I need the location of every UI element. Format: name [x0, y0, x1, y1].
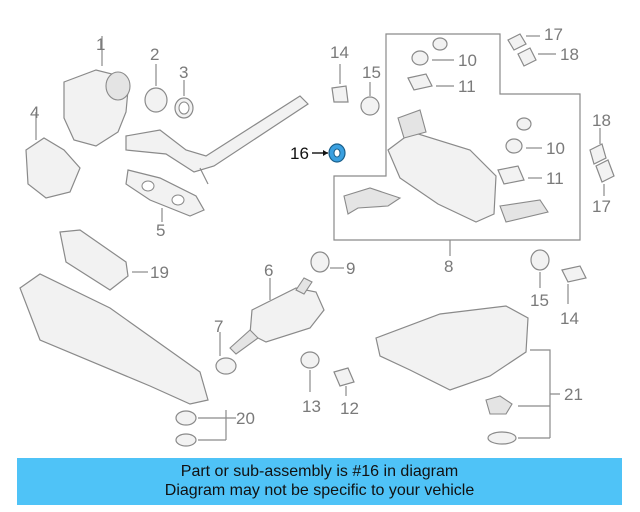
part-4-bracket[interactable]: 4 [25, 103, 81, 199]
part-15-hanger-right[interactable]: 15 [530, 249, 550, 310]
label-11-lower: 11 [546, 169, 564, 188]
underbody-heat-shield[interactable] [19, 273, 209, 405]
part-14-bracket-right[interactable]: 14 [560, 265, 587, 328]
caption-line-2: Diagram may not be specific to your vehi… [164, 482, 475, 499]
label-2: 2 [150, 45, 159, 64]
label-5: 5 [156, 221, 165, 240]
part-7-clamp[interactable]: 7 [214, 317, 237, 375]
label-21: 21 [564, 385, 583, 404]
exhaust-parts-diagram: 1 2 3 4 5 19 [19, 25, 615, 447]
label-20: 20 [236, 409, 255, 428]
part-15-hanger-top[interactable]: 15 [360, 63, 381, 116]
label-19: 19 [150, 263, 169, 282]
part-17-sleeve-right[interactable]: 17 [592, 159, 615, 216]
part-16-highlighted[interactable]: 16 [290, 143, 346, 163]
label-8: 8 [444, 257, 453, 276]
part-13-rubber-hanger[interactable]: 13 [300, 351, 321, 416]
part-3-gasket[interactable]: 3 [174, 63, 194, 119]
part-10-clamp-upper[interactable]: 10 [411, 37, 477, 70]
label-12: 12 [340, 399, 359, 418]
label-18-right: 18 [592, 111, 611, 130]
part-1-catalytic-converter[interactable]: 1 [63, 35, 131, 147]
label-4: 4 [30, 103, 39, 122]
part-14-bracket-top[interactable]: 14 [330, 43, 349, 103]
part-19-heat-shield[interactable]: 19 [59, 229, 169, 291]
part-6-center-muffler[interactable]: 6 [229, 261, 325, 355]
label-13: 13 [302, 397, 321, 416]
label-17-right: 17 [592, 197, 611, 216]
part-18-sleeve-right[interactable]: 18 [589, 111, 611, 165]
part-17-sleeve-top[interactable]: 17 [507, 25, 563, 51]
part-2-clamp[interactable]: 2 [144, 45, 168, 113]
label-3: 3 [179, 63, 188, 82]
front-pipe[interactable] [125, 95, 309, 185]
part-12-bracket[interactable]: 12 [333, 367, 359, 418]
label-15-top: 15 [362, 63, 381, 82]
part-10-clamp-lower[interactable]: 10 [505, 117, 565, 158]
part-8-rear-muffler-assembly[interactable]: 8 [333, 33, 581, 276]
label-10-upper: 10 [458, 51, 477, 70]
label-17-top: 17 [544, 25, 563, 44]
label-1: 1 [96, 35, 105, 54]
label-15-right: 15 [530, 291, 549, 310]
label-16: 16 [290, 144, 309, 163]
diagram-caption: Part or sub-assembly is #16 in diagram D… [17, 458, 622, 505]
part-5-gasket-plate[interactable]: 5 [125, 169, 205, 240]
part-21-rear-heat-shield[interactable]: 21 [375, 305, 583, 445]
label-7: 7 [214, 317, 223, 336]
label-10-lower: 10 [546, 139, 565, 158]
label-14-right: 14 [560, 309, 579, 328]
part-18-sleeve-top[interactable]: 18 [517, 45, 579, 67]
label-18-top: 18 [560, 45, 579, 64]
part-11-bracket-upper[interactable]: 11 [407, 73, 476, 96]
label-6: 6 [264, 261, 273, 280]
caption-line-1: Part or sub-assembly is #16 in diagram [180, 463, 459, 480]
label-9: 9 [346, 259, 355, 278]
label-11-upper: 11 [458, 77, 476, 96]
part-9-clamp[interactable]: 9 [310, 251, 355, 278]
part-11-bracket-lower[interactable]: 11 [497, 165, 564, 188]
label-14-top: 14 [330, 43, 349, 62]
part-20-hangers[interactable]: 20 [175, 409, 255, 447]
